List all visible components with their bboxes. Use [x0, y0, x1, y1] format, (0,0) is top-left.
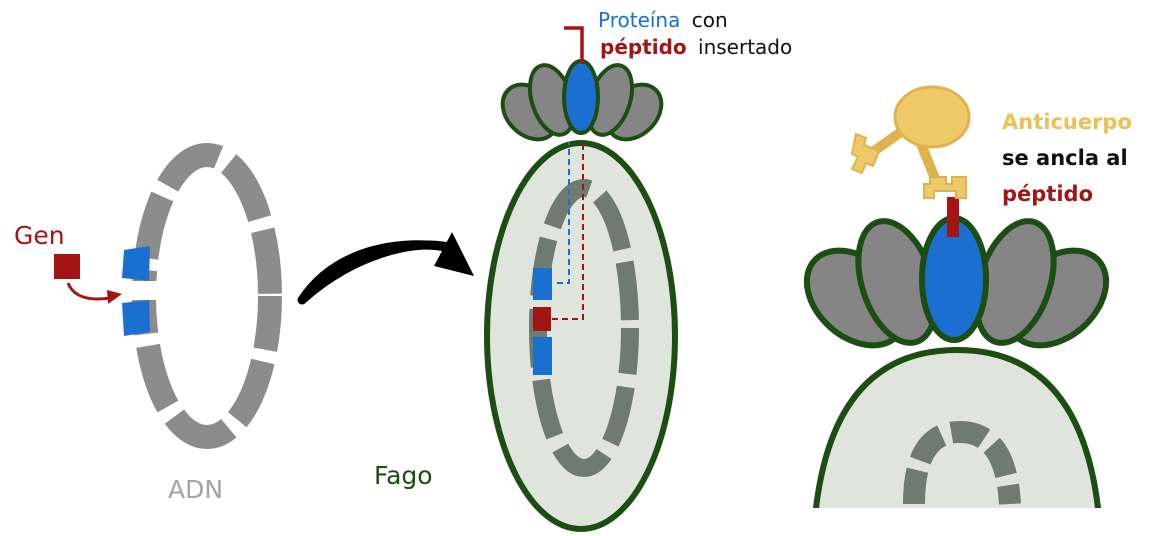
proteina-word: Proteína: [598, 8, 680, 32]
transfer-arrow: [297, 240, 457, 305]
peptide-dashed-line: [552, 142, 584, 320]
con-word: con: [692, 8, 728, 32]
insertado-word: insertado: [698, 35, 792, 59]
phage-gene-blue-bottom: [533, 337, 552, 375]
protein-label-line1: Proteína con: [598, 8, 728, 32]
dna-plasmid: [114, 143, 282, 449]
phage-middle: [484, 26, 678, 532]
anticuerpo-label: Anticuerpo: [1002, 110, 1132, 134]
antibody-binding-clamp: [923, 176, 967, 199]
fago-label: Fago: [374, 461, 433, 490]
gene-insert-arrow: [66, 282, 111, 301]
protein-dashed-line: [557, 142, 570, 284]
gene-insert-arrowhead: [107, 290, 122, 304]
phage-gene-blue-top: [533, 268, 552, 300]
phage-zoom-right: [803, 197, 1110, 536]
plasmid-blue-segment-bottom: [122, 300, 150, 336]
antibody-head: [893, 85, 971, 149]
antibody: [850, 85, 971, 199]
peptide-tail-middle: [564, 26, 584, 64]
adn-label: ADN: [168, 475, 223, 504]
zoom-inner-dna: [903, 420, 1021, 505]
phage-protein-blue: [562, 59, 600, 135]
gen-label: Gen: [14, 221, 65, 250]
phage-gene-red: [533, 307, 551, 331]
peptido-word: péptido: [600, 35, 687, 59]
transfer-arrowhead: [434, 232, 474, 276]
antibody-arm-clamp: [850, 132, 881, 175]
plasmid-blue-segment-top: [122, 246, 150, 281]
gene-square: [54, 254, 80, 279]
protein-label-line2: péptido insertado: [600, 35, 792, 59]
peptido-label-right: péptido: [1002, 182, 1093, 206]
se-ancla-al-label: se ancla al: [1002, 146, 1128, 170]
peptide-stem-right: [947, 197, 959, 237]
